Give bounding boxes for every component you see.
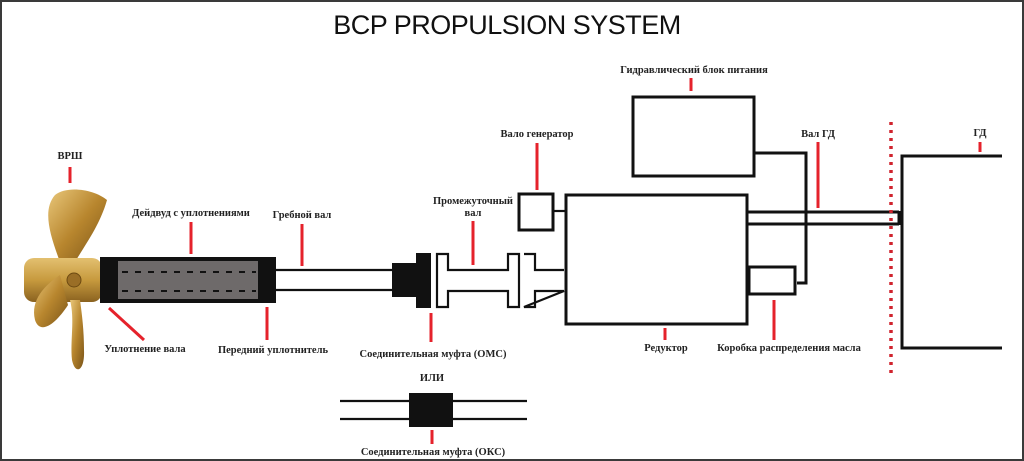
leader-lines: [68, 78, 982, 444]
label-gearbox: Редуктор: [644, 343, 688, 354]
coupling-oks: [340, 393, 527, 427]
hydraulic-unit-box: [631, 95, 756, 178]
shaft-generator-box: [517, 192, 555, 232]
label-hydraulic-unit: Гидравлический блок питания: [620, 65, 768, 76]
diagram-title: BCP PROPULSION SYSTEM: [333, 10, 681, 40]
label-stern-tube: Дейдвуд с уплотнениями: [132, 208, 250, 219]
label-or: ИЛИ: [420, 373, 444, 384]
oil-distribution-box: [747, 265, 797, 296]
label-me-shaft: Вал ГД: [801, 129, 836, 140]
label-cpp: ВРШ: [58, 151, 83, 162]
label-intermediate-shaft-2: вал: [465, 208, 482, 219]
label-shaft-generator: Вало генератор: [500, 129, 573, 140]
label-coupling-oks: Соединительная муфта (ОКС): [361, 447, 506, 458]
label-shaft-seal: Уплотнение вала: [104, 344, 186, 355]
propeller-icon: [24, 189, 107, 370]
stern-tube: [100, 257, 276, 303]
intermediate-shaft: [435, 252, 565, 309]
label-main-engine: ГД: [974, 128, 988, 139]
label-coupling-oms: Соединительная муфта (ОМС): [360, 349, 507, 360]
label-propeller-shaft: Гребной вал: [273, 210, 332, 221]
gearbox-box: [564, 193, 749, 326]
label-oil-distribution-box: Коробка распределения масла: [717, 343, 861, 354]
coupling-oms: [392, 253, 431, 308]
label-forward-seal: Передний уплотнитель: [218, 345, 329, 356]
main-engine-shaft: [747, 210, 901, 226]
label-intermediate-shaft-1: Промежуточный: [433, 196, 513, 207]
main-engine-outline: [900, 154, 1002, 350]
propeller-shaft: [276, 268, 392, 292]
